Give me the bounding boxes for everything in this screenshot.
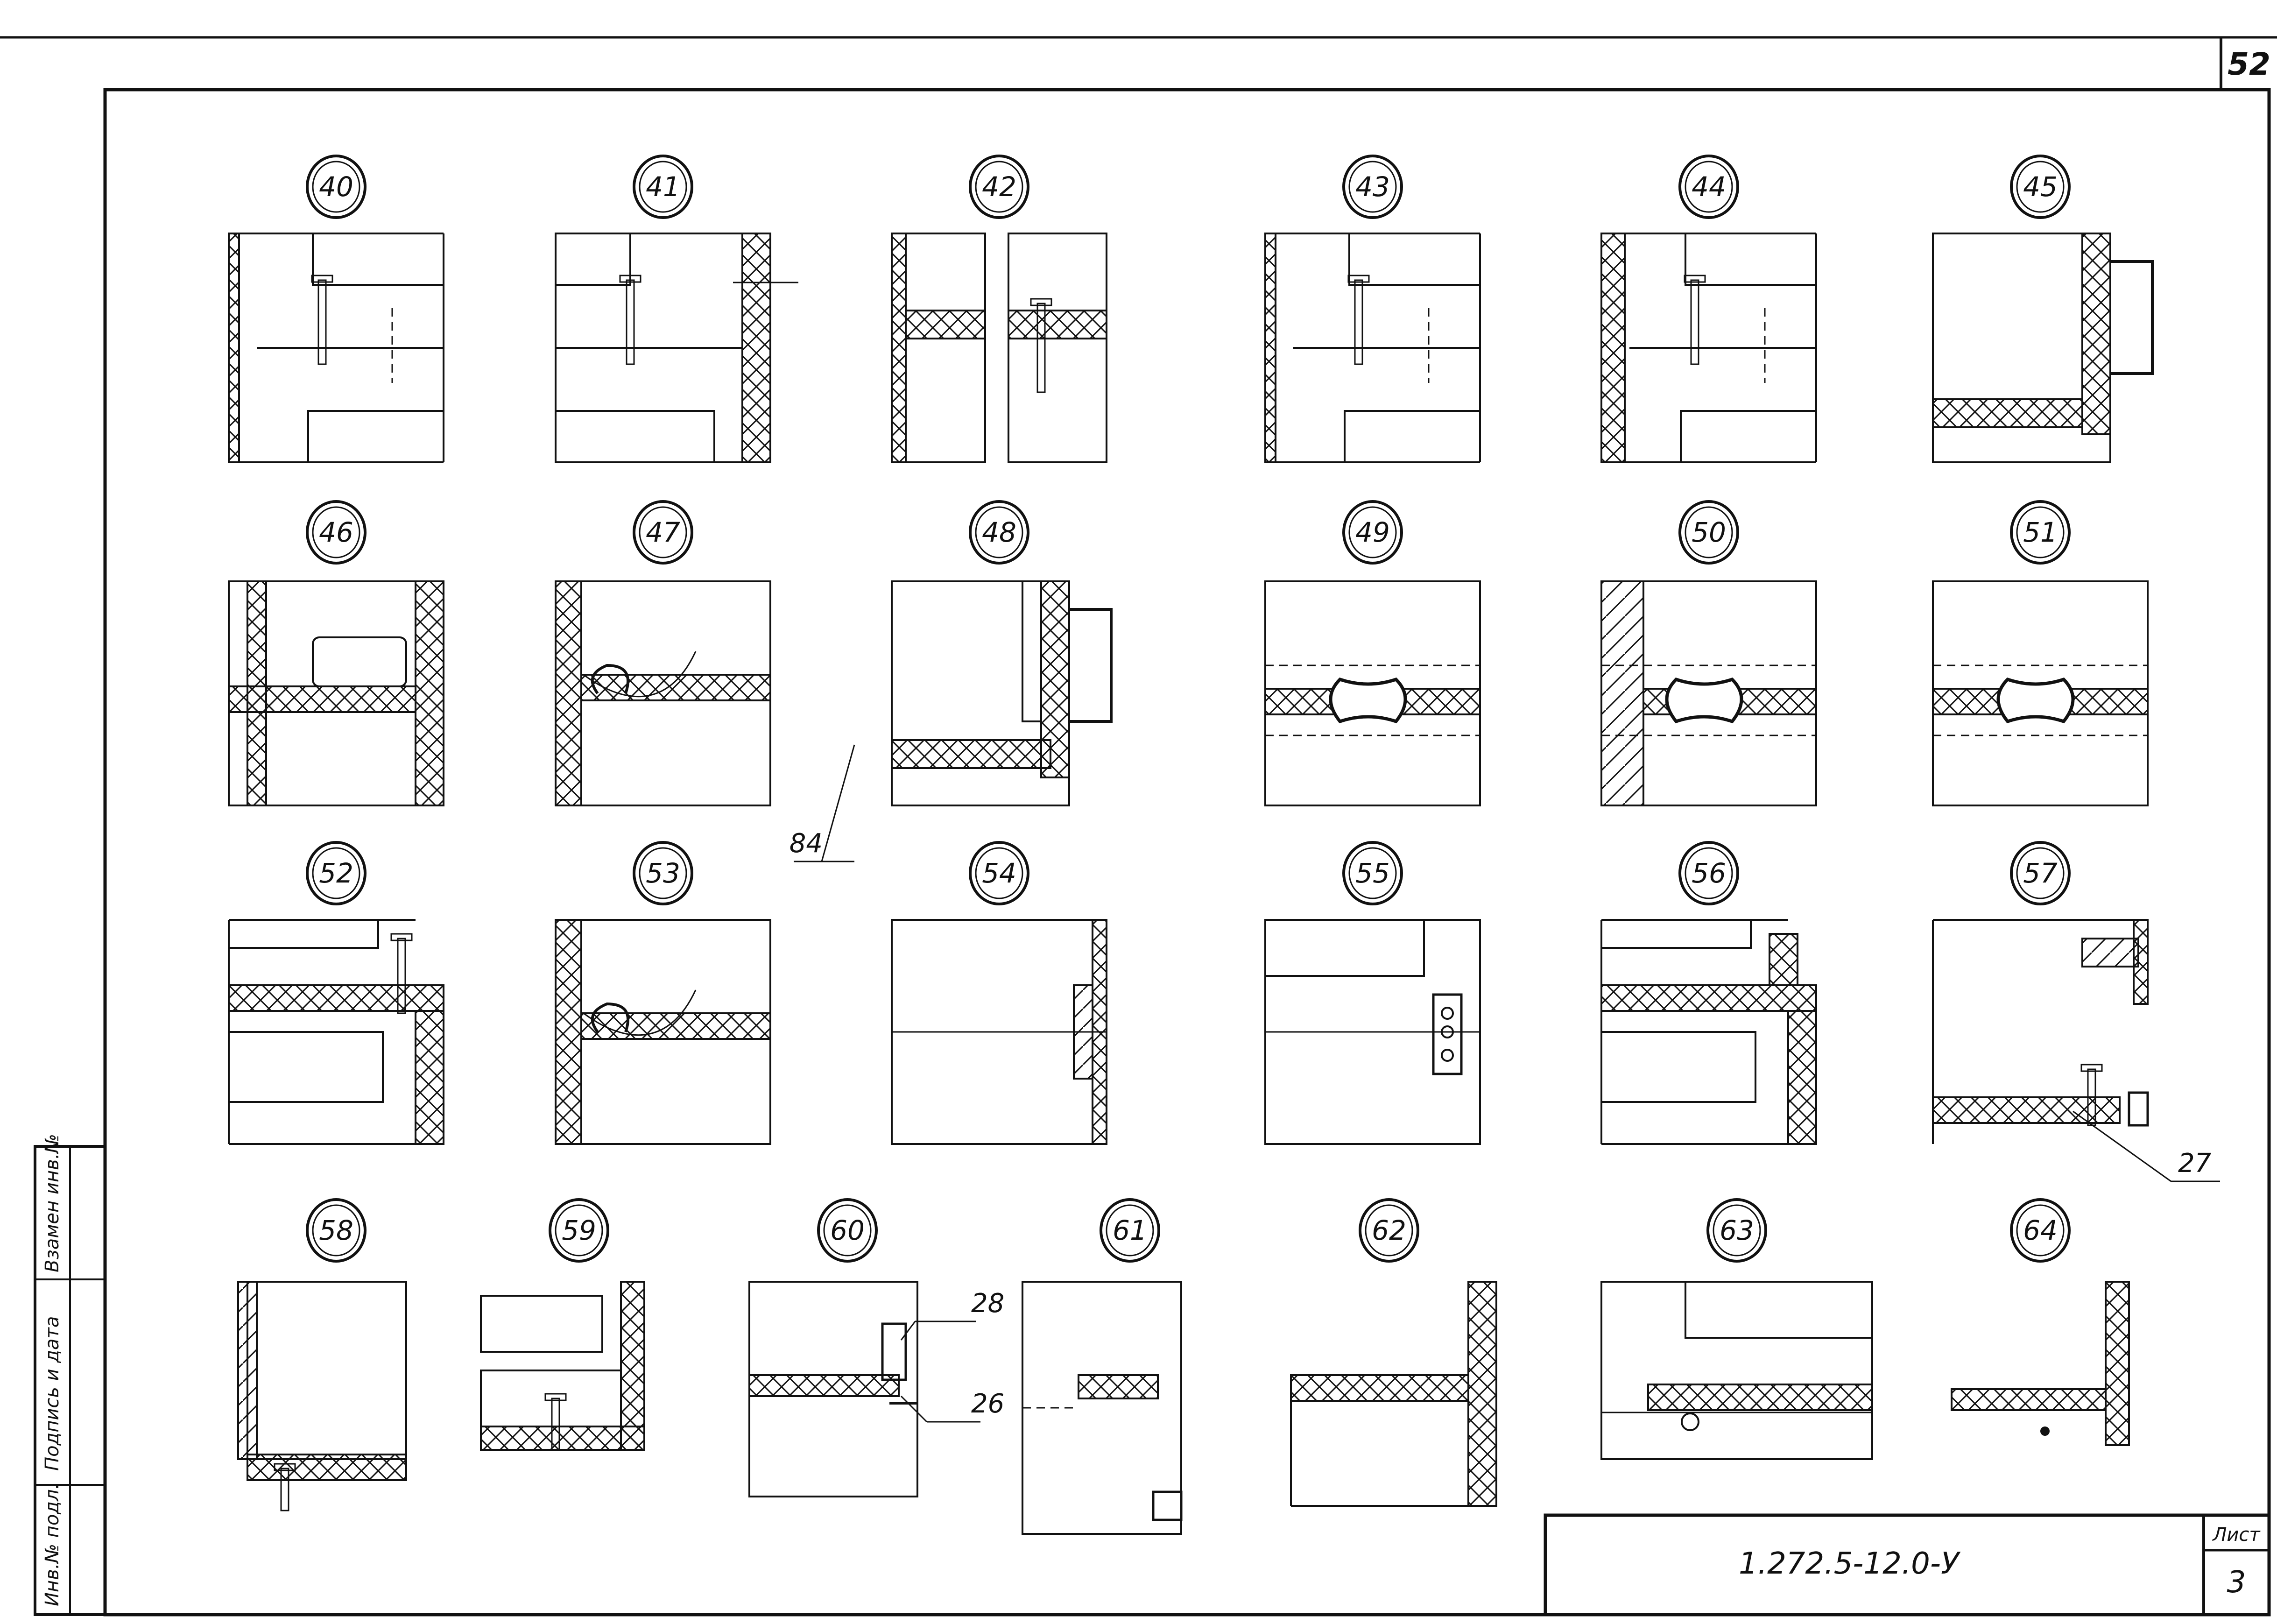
sheet-number: 52: [2228, 46, 2270, 82]
node-number: 45: [2023, 171, 2058, 203]
detail-node-42: 42: [891, 155, 1107, 463]
detail-node-40: 40: [228, 155, 444, 463]
node-number-bubble: 53: [633, 841, 693, 905]
node-number: 55: [1355, 857, 1390, 889]
callout-27: 27: [2178, 1148, 2212, 1179]
node-number-bubble: 51: [2010, 500, 2071, 565]
node-number-bubble: 64: [2010, 1198, 2071, 1263]
node-number: 53: [646, 857, 680, 889]
node-number: 60: [830, 1214, 865, 1246]
node-number-bubble: 48: [969, 500, 1029, 565]
callouts: 84 27 28 26: [790, 744, 2220, 1423]
node-number-bubble: 40: [306, 155, 367, 219]
node-number: 47: [646, 516, 680, 548]
node-number-bubble: 42: [969, 155, 1029, 219]
node-number: 54: [982, 857, 1016, 889]
detail-node-57: 57: [1932, 841, 2149, 1144]
node-number-bubble: 60: [817, 1198, 878, 1263]
detail-node-54: 54: [891, 841, 1107, 1145]
node-number: 57: [2023, 857, 2058, 889]
detail-node-45: 45: [1932, 155, 2154, 463]
detail-node-51: 51: [1932, 500, 2149, 806]
node-number: 48: [982, 516, 1016, 548]
detail-node-48: 48: [891, 500, 1113, 806]
callout-28: 28: [971, 1288, 1004, 1319]
node-number-bubble: 62: [1359, 1198, 1419, 1263]
callout-26: 26: [971, 1389, 1004, 1419]
node-number: 61: [1113, 1214, 1147, 1246]
detail-node-49: 49: [1264, 500, 1481, 806]
node-number: 46: [319, 516, 353, 548]
node-number-bubble: 47: [633, 500, 693, 565]
node-number-bubble: 58: [306, 1198, 367, 1263]
designation: 1.272.5-12.0-У: [1739, 1546, 1961, 1581]
node-number: 42: [982, 171, 1016, 203]
node-number-bubble: 59: [549, 1198, 609, 1263]
stamp-label-replace: Взамен инв.№: [42, 1134, 63, 1272]
sheet-label: Лист: [2212, 1524, 2261, 1546]
node-number-bubble: 46: [306, 500, 367, 565]
node-number: 63: [1720, 1214, 1754, 1246]
node-number: 40: [319, 171, 353, 203]
node-number-bubble: 56: [1678, 841, 1739, 905]
node-number-bubble: 61: [1100, 1198, 1160, 1263]
detail-node-63: 63: [1600, 1198, 1873, 1460]
title-block: 1.272.5-12.0-У Лист 3: [1544, 1513, 2271, 1617]
node-number-bubble: 43: [1342, 155, 1403, 219]
detail-node-47: 47: [555, 500, 771, 806]
detail-node-43: 43: [1264, 155, 1481, 463]
node-grid: 40 41 42 43 44 45 46 47 48 49 50 51 52 53 54 55 56 57 58 59…: [228, 155, 2154, 1535]
node-number: 52: [319, 857, 353, 889]
node-number: 50: [1692, 516, 1726, 548]
sheet-value: 3: [2227, 1565, 2246, 1600]
node-number-bubble: 44: [1678, 155, 1739, 219]
detail-node-58: 58: [237, 1198, 407, 1511]
node-number-bubble: 45: [2010, 155, 2071, 219]
detail-node-56: 56: [1600, 841, 1817, 1145]
node-number-bubble: 52: [306, 841, 367, 905]
node-number-bubble: 41: [633, 155, 693, 219]
detail-node-46: 46: [228, 500, 444, 806]
node-number: 51: [2023, 516, 2058, 548]
stamp-label-inv: Инв.№ подл.: [42, 1483, 63, 1606]
detail-node-50: 50: [1600, 500, 1817, 806]
node-number: 49: [1355, 516, 1390, 548]
detail-node-52: 52: [228, 841, 444, 1145]
node-number: 43: [1355, 171, 1390, 203]
side-stamp: Инв.№ подл. Подпись и дата Взамен инв.№: [34, 1134, 106, 1616]
node-number-bubble: 55: [1342, 841, 1403, 905]
node-number-bubble: 50: [1678, 500, 1739, 565]
detail-node-59: 59: [480, 1198, 645, 1451]
callout-84: 84: [790, 828, 823, 859]
detail-node-53: 53: [555, 841, 771, 1145]
detail-node-55: 55: [1264, 841, 1481, 1145]
detail-node-64: 64: [1951, 1198, 2130, 1446]
node-number: 56: [1692, 857, 1726, 889]
drawing-frame: [103, 88, 2271, 1617]
node-number: 62: [1372, 1214, 1406, 1246]
detail-node-44: 44: [1600, 155, 1817, 463]
node-number: 44: [1692, 171, 1726, 203]
detail-node-41: 41: [555, 155, 798, 463]
node-number-bubble: 63: [1706, 1198, 1767, 1263]
node-number: 64: [2023, 1214, 2058, 1246]
node-number: 59: [562, 1214, 596, 1246]
node-number-bubble: 54: [969, 841, 1029, 905]
stamp-label-sign: Подпись и дата: [42, 1316, 63, 1471]
node-number-bubble: 49: [1342, 500, 1403, 565]
node-number: 41: [646, 171, 680, 203]
node-number: 58: [319, 1214, 353, 1246]
detail-node-62: 62: [1290, 1198, 1497, 1507]
detail-node-61: 61: [1022, 1198, 1183, 1535]
detail-node-60: 60: [748, 1198, 918, 1497]
node-number-bubble: 57: [2010, 841, 2071, 905]
